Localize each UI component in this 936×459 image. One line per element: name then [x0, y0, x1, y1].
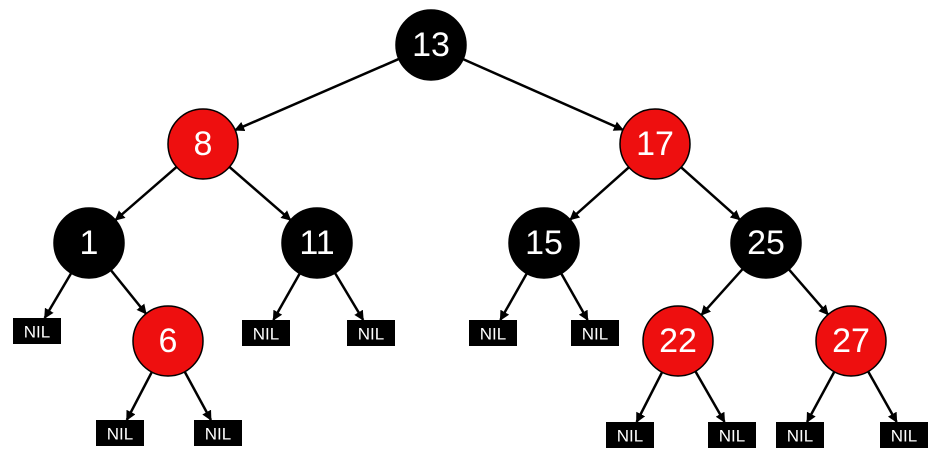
- tree-node-11: 11: [281, 207, 353, 279]
- tree-node-6: 6: [132, 305, 204, 377]
- black-node-circle: [281, 207, 353, 279]
- nil-box: [347, 320, 395, 346]
- edge-n6-nil-6b: [183, 371, 213, 421]
- nil-label: NIL: [480, 325, 506, 344]
- black-node-circle: [508, 207, 580, 279]
- edge-n11-nil-11b: [333, 272, 365, 321]
- nil-box: [194, 420, 242, 446]
- black-node-circle: [730, 207, 802, 279]
- nil-leaf: NIL: [708, 422, 756, 448]
- tree-node-27: 27: [815, 305, 887, 377]
- nil-box: [708, 422, 756, 448]
- edge-n27-nil-27a: [805, 371, 836, 423]
- edge-n27-nil-27b: [867, 370, 898, 423]
- tree-node-1: 1: [53, 207, 125, 279]
- edge-n8-n11: [228, 166, 292, 221]
- nil-box: [571, 320, 619, 346]
- edge-n6-nil-6a: [125, 371, 153, 421]
- nil-leaf: NIL: [13, 318, 61, 344]
- edge-n22-nil-22a: [635, 371, 664, 423]
- nil-label: NIL: [205, 425, 231, 444]
- node-value-label: 25: [747, 224, 785, 262]
- red-node-circle: [619, 108, 691, 180]
- node-value-label: 17: [636, 125, 674, 163]
- tree-node-17: 17: [619, 108, 691, 180]
- node-value-label: 6: [159, 322, 178, 360]
- nil-label: NIL: [891, 427, 917, 446]
- edges: [43, 57, 898, 423]
- node-value-label: 8: [194, 125, 213, 163]
- red-node-circle: [642, 305, 714, 377]
- tree-node-15: 15: [508, 207, 580, 279]
- node-value-label: 15: [525, 224, 563, 262]
- node-value-label: 27: [832, 322, 870, 360]
- nil-box: [880, 422, 928, 448]
- edge-n1-n6: [109, 269, 148, 315]
- nil-box: [242, 320, 290, 346]
- edge-n17-n25: [680, 166, 741, 221]
- edge-n1-nil-1: [43, 272, 73, 319]
- edge-n11-nil-11a: [272, 272, 301, 321]
- nil-leaf: NIL: [880, 422, 928, 448]
- edge-n13-n17: [462, 58, 624, 131]
- nil-leaf: NIL: [571, 320, 619, 346]
- tree-node-13: 13: [395, 9, 467, 81]
- nil-label: NIL: [787, 427, 813, 446]
- edge-n13-n8: [234, 57, 400, 132]
- red-node-circle: [815, 305, 887, 377]
- red-node-circle: [167, 108, 239, 180]
- nil-box: [13, 318, 61, 344]
- node-value-label: 11: [299, 224, 334, 262]
- edge-n25-n27: [787, 268, 830, 316]
- nil-label: NIL: [107, 425, 133, 444]
- nil-box: [776, 422, 824, 448]
- nil-box: [469, 320, 517, 346]
- tree-node-8: 8: [167, 108, 239, 180]
- edge-n17-n15: [569, 166, 630, 221]
- edge-n25-n22: [700, 268, 744, 316]
- nil-label: NIL: [253, 325, 279, 344]
- nil-leaf: NIL: [606, 422, 654, 448]
- black-node-circle: [53, 207, 125, 279]
- nil-leaf: NIL: [776, 422, 824, 448]
- node-value-label: 22: [659, 322, 697, 360]
- edge-n22-nil-22b: [694, 370, 726, 423]
- node-value-label: 13: [412, 26, 450, 64]
- edge-n15-nil-15a: [499, 272, 528, 321]
- nil-label: NIL: [358, 325, 384, 344]
- edge-n8-n1: [114, 166, 178, 221]
- nil-box: [606, 422, 654, 448]
- nil-box: [96, 420, 144, 446]
- edge-n15-nil-15b: [560, 272, 589, 321]
- nil-label: NIL: [719, 427, 745, 446]
- nil-leaf: NIL: [469, 320, 517, 346]
- black-node-circle: [395, 9, 467, 81]
- nil-label: NIL: [617, 427, 643, 446]
- nil-leaf: NIL: [242, 320, 290, 346]
- nil-leaf: NIL: [347, 320, 395, 346]
- nil-label: NIL: [582, 325, 608, 344]
- node-value-label: 1: [80, 224, 99, 262]
- red-node-circle: [132, 305, 204, 377]
- nil-label: NIL: [24, 323, 50, 342]
- nil-leaf: NIL: [194, 420, 242, 446]
- nil-leaf: NIL: [96, 420, 144, 446]
- tree-node-25: 25: [730, 207, 802, 279]
- tree-node-22: 22: [642, 305, 714, 377]
